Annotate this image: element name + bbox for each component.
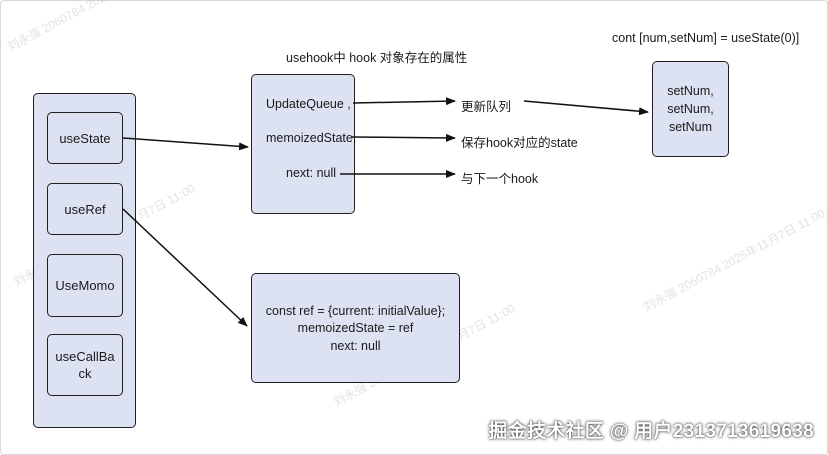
field-memoized-state: memoizedState,: [266, 131, 357, 145]
arrow-queue-to-setnum: [523, 100, 649, 116]
arrow-useref-to-refbox: [122, 208, 248, 327]
hook-object-box: [251, 74, 355, 214]
arrow-usestate-to-object: [122, 137, 249, 151]
hook-useref: useRef: [47, 183, 123, 235]
footer-watermark: 掘金技术社区 @ 用户2313713619638: [488, 421, 814, 442]
annotation-next: 与下一个hook: [461, 172, 539, 186]
annotation-state: 保存hook对应的state: [461, 136, 578, 150]
ref-line: const ref = {current: initialValue};: [265, 304, 446, 318]
setnum-box: [652, 61, 729, 157]
ref-box: [251, 273, 460, 383]
diagram-title: usehook中 hook 对象存在的属性: [286, 51, 468, 65]
hook-usestate: useState: [47, 112, 123, 164]
arrow-queue: [352, 97, 456, 106]
setnum-line: setNum,: [667, 84, 714, 98]
arrow-state: [351, 133, 456, 142]
code-note: cont [num,setNum] = useState(0)]: [612, 31, 800, 45]
setnum-line: setNum,: [667, 102, 714, 116]
hook-useref-label: useRef: [64, 201, 106, 217]
field-update-queue: UpdateQueue ,: [266, 97, 351, 111]
ref-line: next: null: [330, 339, 381, 353]
ref-line: memoizedState = ref: [297, 321, 414, 335]
annotation-queue: 更新队列: [461, 100, 512, 114]
field-next: next: null: [286, 166, 337, 180]
hook-usememo-label: UseMomo: [55, 278, 115, 293]
hook-usestate-label: useState: [59, 130, 111, 146]
hook-usecallback: useCallBack: [47, 334, 123, 396]
hook-usememo: UseMomo: [47, 254, 123, 317]
hook-usecallback-label: useCallBack: [55, 349, 115, 381]
setnum-line: setNum: [668, 120, 713, 134]
